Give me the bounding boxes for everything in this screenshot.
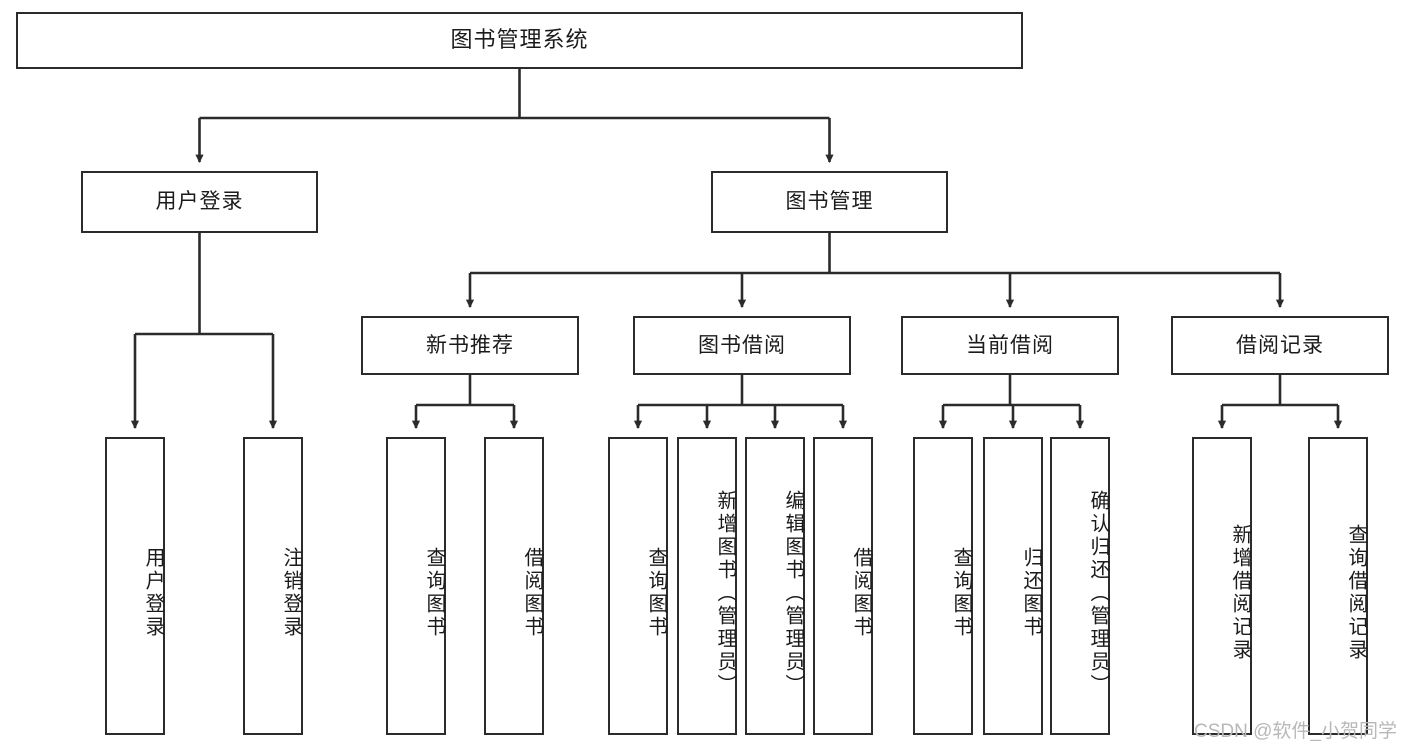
node-label: 借阅记录: [1236, 333, 1324, 357]
leaf-edit-book-admin[interactable]: 编辑图书（管理员）: [745, 437, 805, 735]
node-label: 注销登录: [280, 547, 302, 639]
leaf-query-book-borrow[interactable]: 查询图书: [608, 437, 668, 735]
node-new-book-recommend[interactable]: 新书推荐: [361, 316, 579, 375]
leaf-return-book[interactable]: 归还图书: [983, 437, 1043, 735]
node-book-management[interactable]: 图书管理: [711, 171, 948, 233]
node-borrow-record[interactable]: 借阅记录: [1171, 316, 1389, 375]
node-label: 图书借阅: [698, 333, 786, 357]
leaf-user-login[interactable]: 用户登录: [105, 437, 165, 735]
leaf-borrow-book-recommend[interactable]: 借阅图书: [484, 437, 544, 735]
node-label: 查询图书: [645, 547, 667, 639]
leaf-confirm-return-admin[interactable]: 确认归还（管理员）: [1050, 437, 1110, 735]
leaf-borrow-book[interactable]: 借阅图书: [813, 437, 873, 735]
node-label: 当前借阅: [966, 333, 1054, 357]
node-label: 确认归还（管理员）: [1087, 489, 1109, 697]
node-label: 查询图书: [950, 547, 972, 639]
leaf-logout[interactable]: 注销登录: [243, 437, 303, 735]
node-user-login[interactable]: 用户登录: [81, 171, 318, 233]
node-label: 图书管理系统: [450, 27, 589, 53]
node-label: 查询图书: [423, 547, 445, 639]
node-label: 归还图书: [1020, 547, 1042, 639]
watermark-text: CSDN @软件_小贺同学: [1194, 721, 1397, 742]
node-root[interactable]: 图书管理系统: [16, 12, 1023, 69]
node-label: 用户登录: [142, 547, 164, 639]
node-label: 图书管理: [785, 190, 874, 214]
node-label: 查询借阅记录: [1345, 524, 1367, 662]
node-label: 编辑图书（管理员）: [782, 489, 804, 697]
node-label: 借阅图书: [850, 547, 872, 639]
leaf-add-borrow-record[interactable]: 新增借阅记录: [1192, 437, 1252, 735]
node-label: 用户登录: [155, 190, 244, 214]
node-label: 借阅图书: [521, 547, 543, 639]
node-book-borrow[interactable]: 图书借阅: [633, 316, 851, 375]
leaf-query-book-recommend[interactable]: 查询图书: [386, 437, 446, 735]
leaf-query-book-current[interactable]: 查询图书: [913, 437, 973, 735]
node-current-borrow[interactable]: 当前借阅: [901, 316, 1119, 375]
node-label: 新增借阅记录: [1229, 524, 1251, 662]
node-label: 新增图书（管理员）: [714, 489, 736, 697]
leaf-query-borrow-record[interactable]: 查询借阅记录: [1308, 437, 1368, 735]
leaf-add-book-admin[interactable]: 新增图书（管理员）: [677, 437, 737, 735]
node-label: 新书推荐: [426, 333, 514, 357]
